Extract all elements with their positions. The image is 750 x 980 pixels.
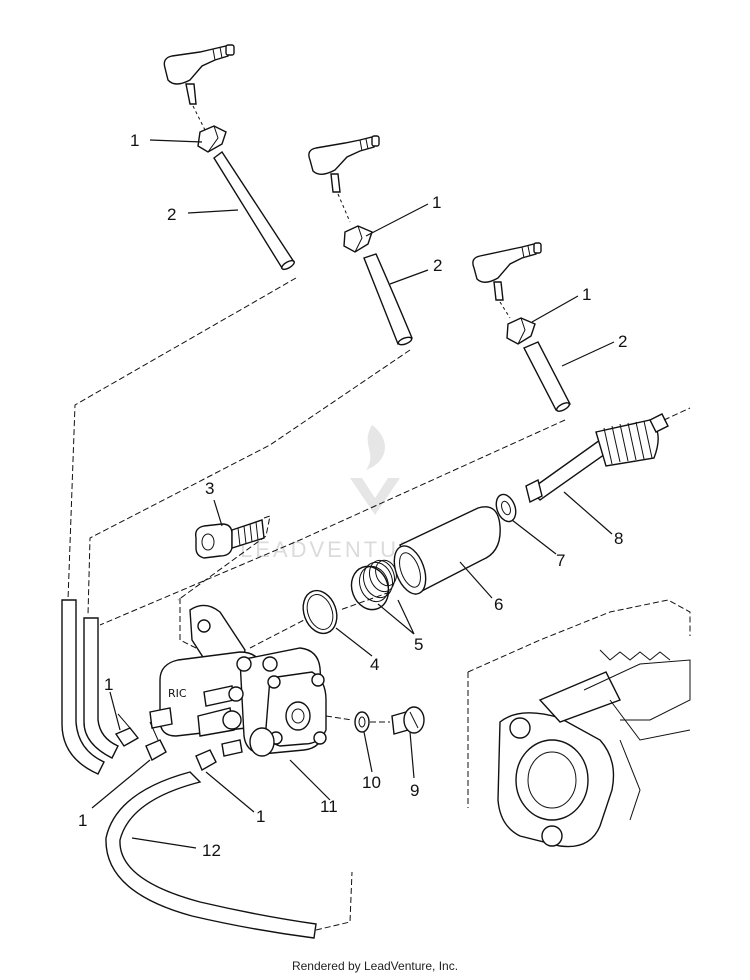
callout-2-a: 2 xyxy=(167,205,176,224)
nozzle-fitting-c xyxy=(472,242,542,345)
nozzle-fitting-b xyxy=(308,135,380,253)
callout-2-c: 2 xyxy=(618,332,627,351)
callout-8: 8 xyxy=(614,529,623,548)
callout-11: 11 xyxy=(320,797,338,816)
hose-c xyxy=(523,341,571,411)
washer-7 xyxy=(495,493,517,523)
nozzle-fitting-a xyxy=(163,44,235,153)
footer-credit: Rendered by LeadVenture, Inc. xyxy=(291,959,459,973)
callout-1-e: 1 xyxy=(78,811,87,830)
callout-2-b: 2 xyxy=(433,256,442,275)
callout-1-c: 1 xyxy=(582,285,591,304)
callout-9: 9 xyxy=(410,781,419,800)
hose-a xyxy=(213,150,296,269)
left-hose-outer xyxy=(61,599,105,775)
clip-left-lower xyxy=(145,739,167,761)
callout-1-f: 1 xyxy=(256,807,265,826)
hose-b xyxy=(363,253,413,345)
callout-6: 6 xyxy=(494,595,503,614)
callout-1-d: 1 xyxy=(104,675,113,694)
spring-5 xyxy=(350,559,397,611)
callout-1-b: 1 xyxy=(432,193,441,212)
leader-lines xyxy=(91,139,615,849)
callout-4: 4 xyxy=(370,655,379,674)
clip-left-upper xyxy=(114,727,140,747)
left-hose-inner xyxy=(83,617,119,759)
gear-shaft-8 xyxy=(525,407,691,504)
callout-3: 3 xyxy=(205,479,214,498)
hose-12 xyxy=(105,771,317,939)
screw-9 xyxy=(391,706,425,735)
callout-5: 5 xyxy=(414,635,423,654)
washer-10 xyxy=(354,711,370,733)
o-ring-4 xyxy=(302,589,338,635)
sleeve-6 xyxy=(393,506,501,595)
engine-crankcase xyxy=(467,599,691,848)
clip-right-lower xyxy=(195,749,217,771)
callout-1-a: 1 xyxy=(130,131,139,150)
bolt-3 xyxy=(177,515,271,601)
callout-7: 7 xyxy=(556,551,565,570)
callout-10: 10 xyxy=(362,773,381,792)
callout-labels: 1 2 1 2 1 2 3 4 5 6 7 8 9 10 11 12 1 1 1 xyxy=(78,131,627,860)
callout-12: 12 xyxy=(202,841,221,860)
oil-pump-body-11: RIC xyxy=(149,604,327,757)
svg-text:RIC: RIC xyxy=(168,687,187,700)
